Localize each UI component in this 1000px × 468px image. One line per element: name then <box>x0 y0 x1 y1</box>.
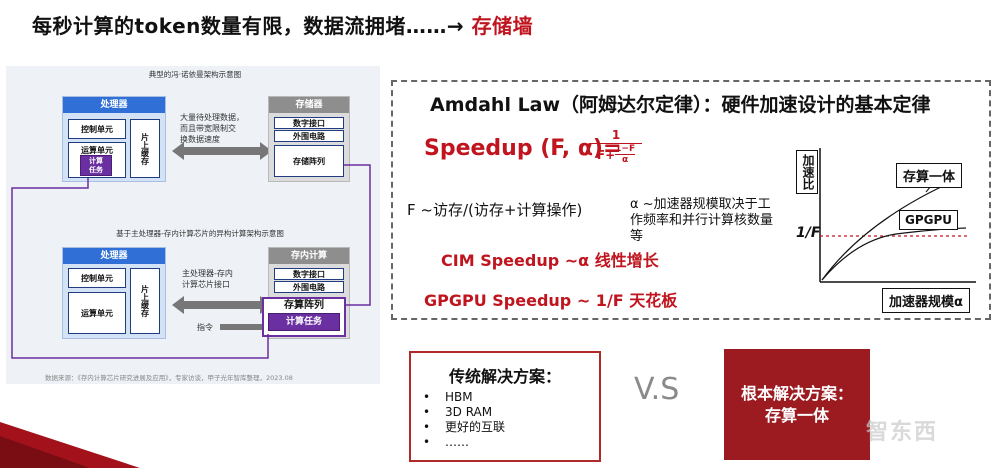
inverse-f-label: 1/F <box>796 225 821 241</box>
list-item: •3D RAM <box>423 405 493 419</box>
bottom-digital-interface: 数字接口 <box>274 268 344 280</box>
inverse-f-text: 1/F <box>796 225 821 241</box>
watermark-logo: 智东西 <box>866 420 939 445</box>
bottom-alu: 运算单元 <box>68 292 126 334</box>
bottom-diagram-caption: 基于主处理器-存内计算芯片的异构计算架构示意图 <box>116 229 284 238</box>
root-solution-line2: 存算一体 <box>764 405 829 425</box>
list-item: •更好的互联 <box>423 420 506 434</box>
top-cache: 片上缓存 <box>130 119 160 178</box>
bottom-peripheral-circuit: 外围电路 <box>274 281 344 293</box>
top-control-unit: 控制单元 <box>68 119 126 139</box>
traditional-title: 传统解决方案： <box>448 367 561 386</box>
alpha-definition: α ~加速器规模取决于工作频率和并行计算核数量等 <box>630 197 774 244</box>
top-bandwidth-note: 大量待处理数据， 而且带宽限制交 换数据速度 <box>180 113 244 144</box>
bottom-cim-header: 存内计算 <box>269 248 349 264</box>
source-note: 数据来源：《存内计算芯片研究进展及应用》，专家访谈，甲子光年智库整理，2023.… <box>45 374 293 382</box>
bottom-cache: 片上缓存 <box>130 268 160 334</box>
title-highlight: 存储墙 <box>471 14 534 38</box>
fraction-numerator: 1 <box>611 128 621 142</box>
fraction-den-left: F+ <box>596 147 616 162</box>
y-axis-label: 加速比 <box>796 150 818 194</box>
amdahl-title: Amdahl Law（阿姆达尔定律）：硬件加速设计的基本定律 <box>430 94 931 116</box>
traditional-list: •HBM •3D RAM •更好的互联 •…… <box>423 390 599 450</box>
top-digital-interface: 数字接口 <box>274 117 344 129</box>
top-processor-header: 处理器 <box>63 97 165 113</box>
cim-curve-label: 存算一体 <box>896 163 963 188</box>
bottom-cim-array-label: 存算阵列 <box>284 300 324 311</box>
x-axis-label: 加速器规模α <box>882 288 970 313</box>
inner-numerator: 1−F <box>615 144 636 154</box>
cim-speedup: CIM Speedup ~α 线性增长 <box>441 251 659 270</box>
top-peripheral-circuit: 外围电路 <box>274 130 344 142</box>
bottom-control-unit: 控制单元 <box>68 268 126 288</box>
top-memory-header: 存储器 <box>269 97 349 113</box>
list-item: •…… <box>423 435 469 449</box>
amdahl-panel <box>391 80 991 320</box>
root-solution-line1: 根本解决方案： <box>740 383 853 403</box>
root-solution-box: 根本解决方案： 存算一体 <box>724 349 870 460</box>
top-diagram-caption: 典型的冯·诺依曼架构示意图 <box>148 70 242 79</box>
title-main: 每秒计算的token数量有限，数据流拥堵……→ <box>32 14 472 38</box>
traditional-solutions-box: 传统解决方案： •HBM •3D RAM •更好的互联 •…… <box>409 351 601 462</box>
speedup-fraction: 1 F+ 1−F α <box>590 128 642 165</box>
gpgpu-speedup: GPGPU Speedup ~ 1/F 天花板 <box>424 291 678 310</box>
page-title: 每秒计算的token数量有限，数据流拥堵……→ 存储墙 <box>32 10 533 39</box>
bottom-compute-task: 计算任务 <box>268 313 340 331</box>
top-storage-array: 存储阵列 <box>274 145 344 177</box>
gpgpu-curve-label: GPGPU <box>899 210 959 230</box>
list-item: •HBM <box>423 390 473 404</box>
bottom-interface-note: 主处理器-存内 计算芯片接口 <box>182 269 233 289</box>
top-data-arrow <box>172 142 272 160</box>
speedup-formula-label: Speedup (F, α)= <box>424 136 622 161</box>
bottom-processor-header: 处理器 <box>63 248 165 264</box>
f-definition: F ~访存/(访存+计算操作) <box>407 201 583 219</box>
top-compute-task: 计算 任务 <box>80 155 112 176</box>
versus-label: V.S <box>634 372 680 407</box>
bottom-instruction-label: 指令 <box>197 323 213 332</box>
inner-denominator: α <box>615 154 636 165</box>
cim-curve <box>821 179 957 281</box>
decorative-red-shape <box>0 422 140 468</box>
